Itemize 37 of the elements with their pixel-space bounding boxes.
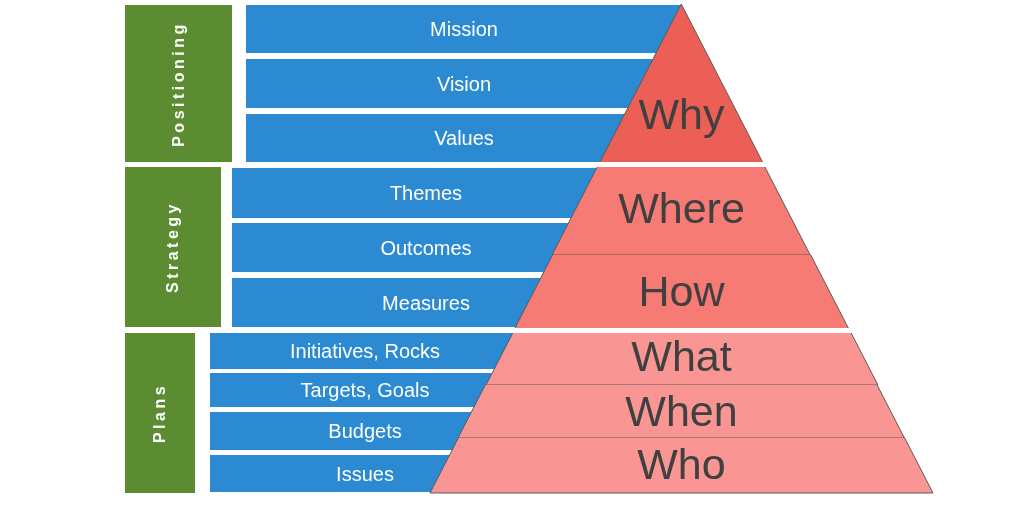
tier-label: Why <box>638 92 725 136</box>
pyramid-tier <box>485 333 878 385</box>
item-label: Measures <box>382 291 470 314</box>
item-label: Mission <box>430 18 498 40</box>
item-bar <box>232 168 598 218</box>
category-label: Strategy <box>165 201 181 293</box>
pyramid-tier <box>430 438 933 493</box>
item-bar <box>232 278 541 327</box>
item-label: Values <box>434 127 494 149</box>
item-bar <box>210 373 492 407</box>
item-label: Outcomes <box>380 236 472 259</box>
tier-label: Where <box>618 186 745 230</box>
item-bar <box>232 223 569 272</box>
item-bar <box>246 114 625 162</box>
item-bar <box>246 5 681 53</box>
pyramid-tier <box>458 385 905 438</box>
item-label: Vision <box>436 72 492 95</box>
item-bar <box>210 333 513 369</box>
item-bar <box>210 412 472 450</box>
tier-label: Who <box>637 442 726 486</box>
pyramid-tier <box>552 167 811 255</box>
category-label: Positioning <box>170 20 187 147</box>
category-panel <box>125 5 232 162</box>
item-label: Themes <box>389 182 463 204</box>
tier-label: When <box>625 389 738 433</box>
category-panel <box>125 333 195 493</box>
pyramid-tier <box>514 255 849 328</box>
item-bar <box>210 455 450 492</box>
item-label: Budgets <box>328 420 402 442</box>
tier-label: What <box>631 334 732 378</box>
item-label: Targets, Goals <box>300 379 430 401</box>
item-label: Issues <box>336 462 394 485</box>
category-panel <box>125 167 221 327</box>
category-label: Plans <box>152 382 168 444</box>
tier-label: How <box>638 269 725 313</box>
item-label: Initiatives, Rocks <box>289 340 441 362</box>
pyramid-tier <box>600 4 763 162</box>
